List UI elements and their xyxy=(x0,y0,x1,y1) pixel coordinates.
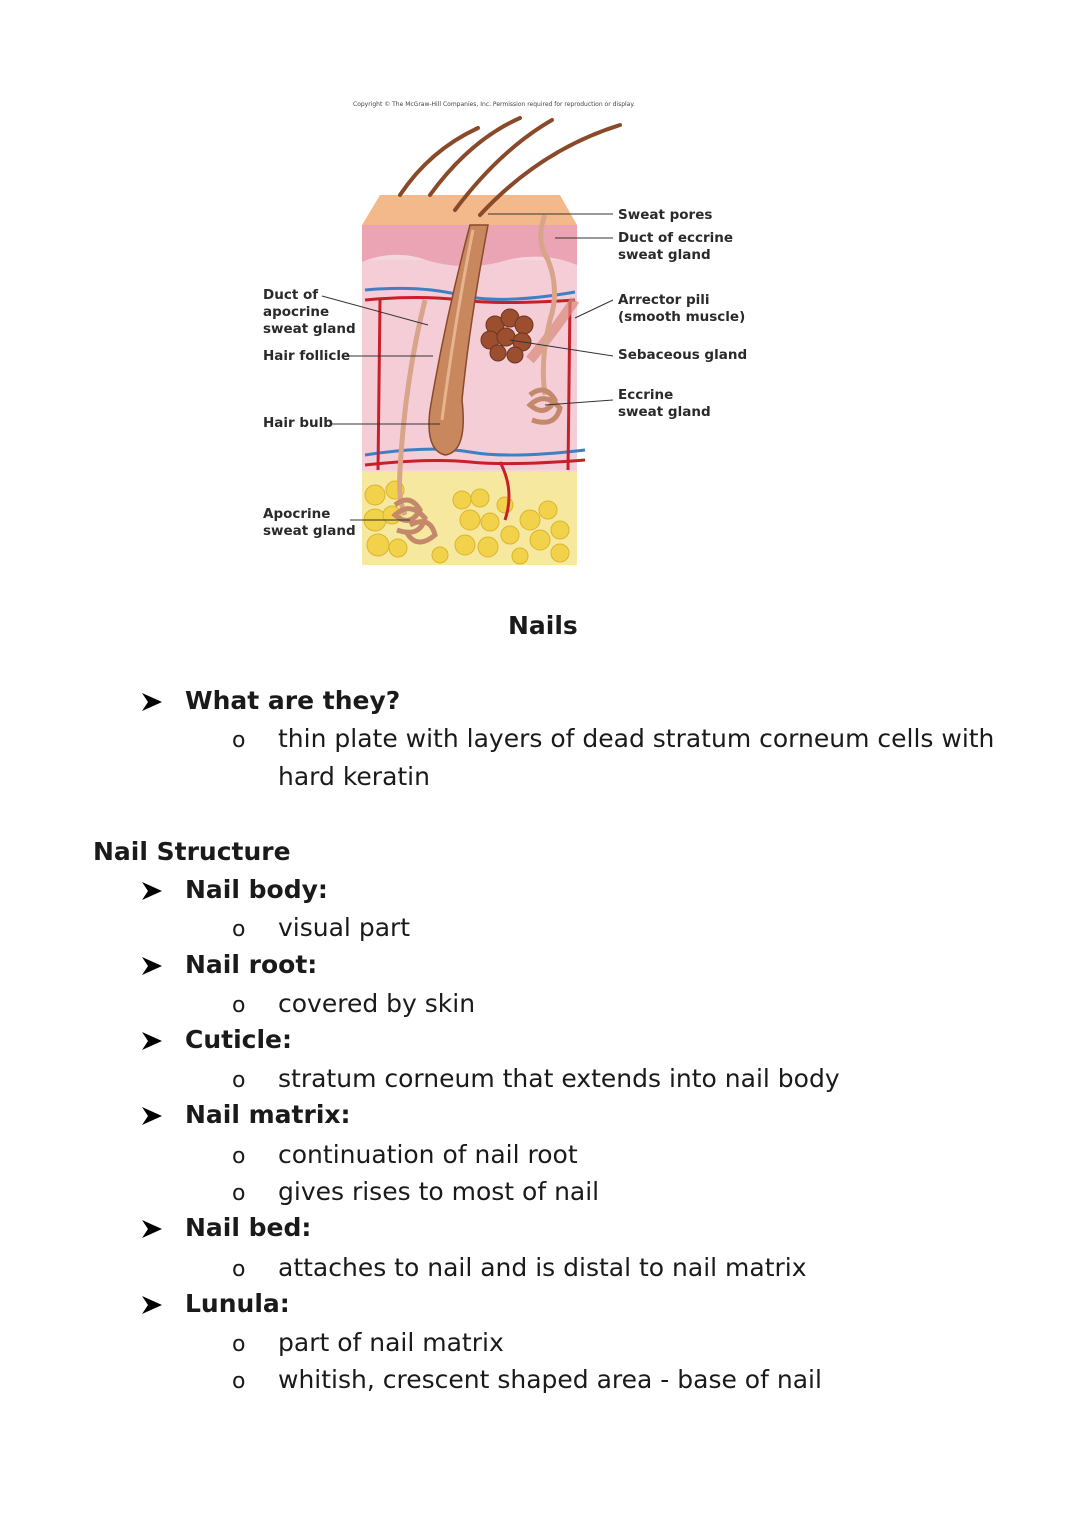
circle-bullet-icon: o xyxy=(232,1068,246,1093)
what-heading: What are they? xyxy=(185,686,401,715)
term-nail-root: Nail root: xyxy=(185,950,318,979)
circle-bullet-icon: o xyxy=(232,728,246,753)
label-duct-apocrine: Duct of apocrine sweat gland xyxy=(263,287,356,337)
term-cuticle: Cuticle: xyxy=(185,1025,293,1054)
label-sweat-pores: Sweat pores xyxy=(618,207,713,223)
sebaceous-gland xyxy=(480,308,534,364)
what-line-2: hard keratin xyxy=(278,762,430,791)
label-hair-follicle: Hair follicle xyxy=(263,348,351,364)
what-line-1: thin plate with layers of dead stratum c… xyxy=(278,724,995,753)
arrow-bullet-icon xyxy=(142,1296,162,1314)
point-lunula-2: whitish, crescent shaped area - base of … xyxy=(278,1365,822,1394)
point-nail-root: covered by skin xyxy=(278,989,476,1018)
structure-title: Nail Structure xyxy=(93,837,291,866)
circle-bullet-icon: o xyxy=(232,917,246,942)
point-nail-body: visual part xyxy=(278,913,411,942)
label-hair-bulb: Hair bulb xyxy=(263,415,333,431)
arrow-bullet-icon xyxy=(142,957,162,975)
section-title: Nails xyxy=(508,611,578,640)
term-nail-matrix: Nail matrix: xyxy=(185,1100,351,1129)
term-lunula: Lunula: xyxy=(185,1289,290,1318)
term-nail-bed: Nail bed: xyxy=(185,1213,312,1242)
point-nail-matrix-2: gives rises to most of nail xyxy=(278,1177,600,1206)
skin-diagram xyxy=(321,116,622,565)
figure-copyright: Copyright © The McGraw-Hill Companies, I… xyxy=(353,101,635,108)
label-eccrine-gland: Eccrine sweat gland xyxy=(618,387,711,420)
point-nail-matrix-1: continuation of nail root xyxy=(278,1140,578,1169)
circle-bullet-icon: o xyxy=(232,1181,246,1206)
label-apocrine-gland: Apocrine sweat gland xyxy=(263,506,356,539)
point-cuticle: stratum corneum that extends into nail b… xyxy=(278,1064,840,1093)
circle-bullet-icon: o xyxy=(232,1257,246,1282)
arrow-bullet-icon xyxy=(142,1220,162,1238)
circle-bullet-icon: o xyxy=(232,1369,246,1394)
arrow-bullet-icon xyxy=(142,882,162,900)
circle-bullet-icon: o xyxy=(232,1332,246,1357)
point-lunula-1: part of nail matrix xyxy=(278,1328,504,1357)
label-sebaceous: Sebaceous gland xyxy=(618,347,748,363)
point-nail-bed: attaches to nail and is distal to nail m… xyxy=(278,1253,807,1282)
arrow-bullet-icon xyxy=(142,693,162,711)
term-nail-body: Nail body: xyxy=(185,875,328,904)
circle-bullet-icon: o xyxy=(232,1144,246,1169)
label-duct-eccrine: Duct of eccrine sweat gland xyxy=(618,230,734,263)
circle-bullet-icon: o xyxy=(232,993,246,1018)
arrow-bullet-icon xyxy=(142,1107,162,1125)
label-arrector-pili: Arrector pili (smooth muscle) xyxy=(618,292,746,325)
arrow-bullet-icon xyxy=(142,1032,162,1050)
